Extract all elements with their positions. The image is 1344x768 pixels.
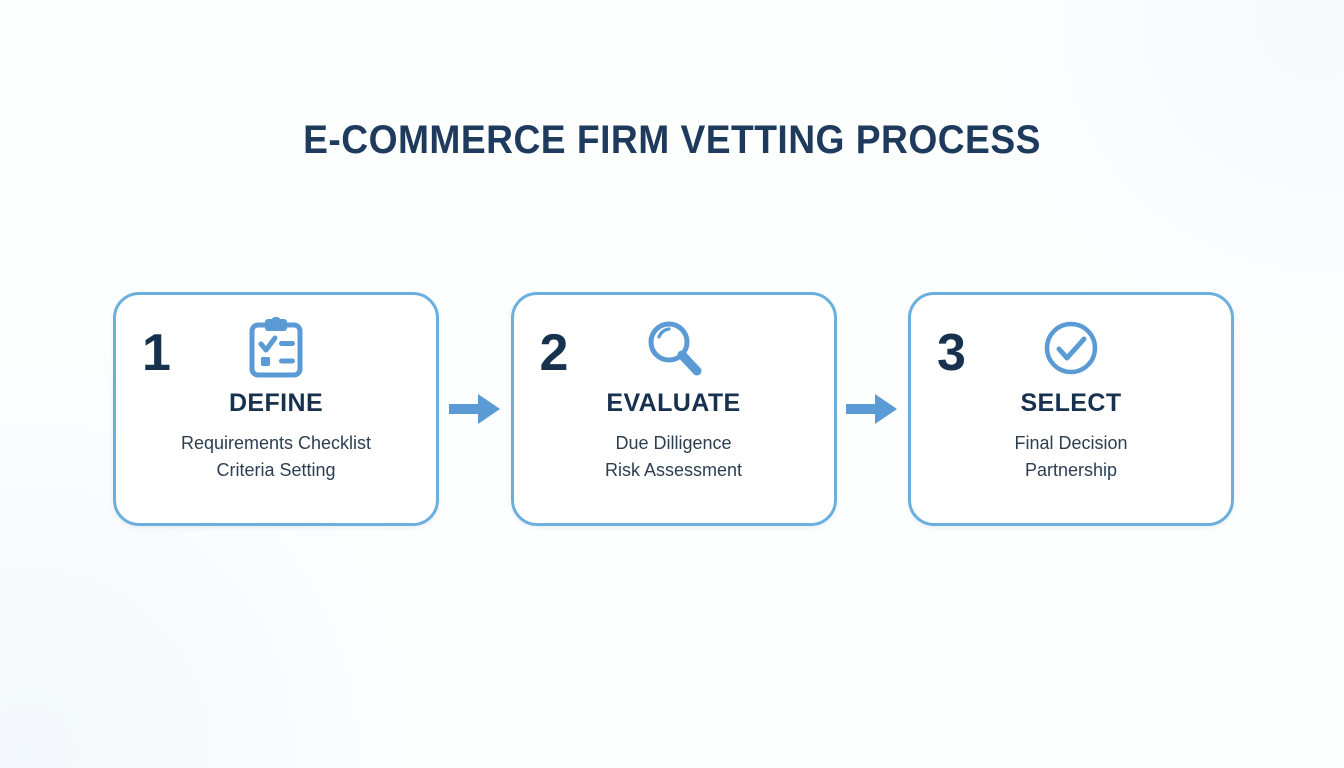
step-description-3-line2: Partnership — [1024, 459, 1118, 480]
step-description-2: Due Dilligence Risk Assessment — [605, 430, 742, 483]
process-step-card-2[interactable]: 2 EVALUATE Due Dilligence Risk Assessmen… — [510, 292, 837, 526]
process-step-card-3[interactable]: 3 SELECT Final Decision Partnership — [908, 292, 1234, 526]
check-circle-icon — [1042, 315, 1100, 381]
step-number-3: 3 — [937, 324, 966, 382]
step-number-2: 2 — [539, 324, 569, 382]
clipboard-check-icon — [246, 315, 306, 381]
magnifying-glass-icon — [643, 315, 705, 381]
arrow-right-icon-2 — [843, 389, 901, 429]
step-description-1-line2: Criteria Setting — [216, 459, 336, 480]
step-description-1-line1: Requirements Checklist — [180, 433, 372, 453]
step-description-3: Final Decision Partnership — [1014, 430, 1127, 483]
page-title: E-COMMERCE FIRM VETTING PROCESS — [303, 118, 1041, 162]
step-description-2-line2: Risk Assessment — [604, 459, 743, 480]
step-title-2: EVALUATE — [606, 389, 741, 417]
step-number-1: 1 — [142, 324, 171, 382]
step-title-3: SELECT — [1020, 389, 1122, 417]
arrow-right-icon-1 — [446, 389, 504, 429]
step-description-2-line1: Due Dilligence — [615, 433, 732, 453]
process-step-card-1[interactable]: 1 DEFINE Requirements Checklist Criteria… — [113, 292, 439, 526]
step-title-1: DEFINE — [228, 389, 324, 417]
step-description-1: Requirements Checklist Criteria Setting — [181, 430, 371, 483]
step-description-3-line1: Final Decision — [1014, 433, 1128, 453]
process-flow: 1 DEFINE Requirements Checklist Criteria… — [113, 292, 1234, 526]
